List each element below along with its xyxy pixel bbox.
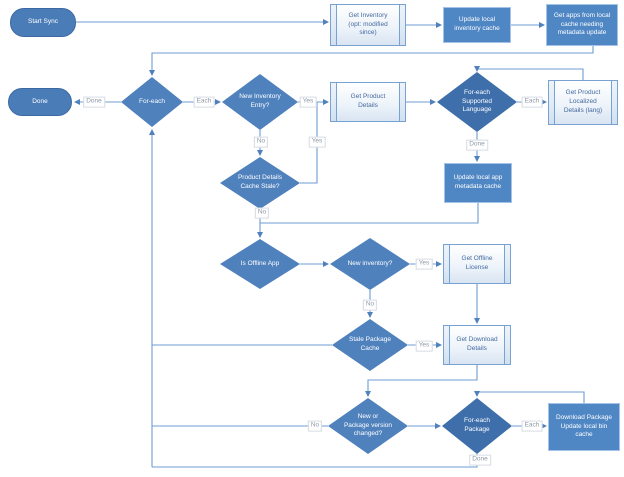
edge-label-done: Done <box>466 139 488 151</box>
node-label: New inventory? <box>347 259 393 267</box>
node-label: Get Offline License <box>461 255 493 271</box>
node-label: Is Offline App <box>240 259 280 267</box>
edge-label-no: No <box>253 136 269 148</box>
update-local-app-metadata-cache-node[interactable]: Update local app metadata cache <box>444 163 512 203</box>
start-sync-node[interactable]: Start Sync <box>10 8 76 37</box>
terminator-shape <box>8 88 72 116</box>
node-label: Get Download Details <box>456 336 498 352</box>
update-local-inventory-cache-node[interactable]: Update local inventory cache <box>443 7 511 43</box>
predefined-process-shape <box>548 80 618 125</box>
edge-label-no: No <box>362 299 378 311</box>
stale-package-cache-decision[interactable]: Stale Package Cache <box>332 319 408 371</box>
node-label: Update local inventory cache <box>454 16 500 32</box>
edge-label-each: Each <box>521 96 543 108</box>
node-label: Get Product Details <box>350 93 386 109</box>
get-product-localized-details-node[interactable]: Get Product Localized Details (lang) <box>548 80 618 125</box>
node-label: Update local app metadata cache <box>453 174 503 190</box>
node-label: Stale Package Cache <box>349 336 391 352</box>
get-offline-license-node[interactable]: Get Offline License <box>443 244 511 284</box>
predefined-process-shape <box>330 4 406 46</box>
edge-label-no: No <box>254 207 270 219</box>
get-product-details-node[interactable]: Get Product Details <box>330 82 406 122</box>
get-inventory-node[interactable]: Get Inventory (opt: modified since) <box>330 4 406 46</box>
is-offline-app-decision[interactable]: Is Offline App <box>220 239 300 289</box>
predefined-process-shape <box>330 82 406 122</box>
node-label: Get Inventory (opt: modified since) <box>348 11 388 37</box>
edge-label-yes: Yes <box>415 340 433 352</box>
for-each-decision[interactable]: For-each <box>121 77 183 127</box>
edge-label-yes: Yes <box>308 136 326 148</box>
get-apps-from-local-cache-node[interactable]: Get apps from local cache needing metada… <box>546 4 618 46</box>
node-label: New Inventory Entry? <box>239 93 281 109</box>
new-inventory-entry-decision[interactable]: New Inventory Entry? <box>222 74 298 130</box>
product-details-cache-stale-decision[interactable]: Product Details Cache Stale? <box>220 157 300 209</box>
process-shape <box>444 163 512 203</box>
for-each-package-decision[interactable]: For-each Package <box>442 398 512 454</box>
download-package-update-local-bin-cache-node[interactable]: Download Package Update local bin cache <box>548 403 620 451</box>
edge-label-each: Each <box>521 420 543 432</box>
node-label: Download Package Update local bin cache <box>555 413 612 439</box>
process-shape <box>546 4 618 46</box>
node-label: Get apps from local cache needing metada… <box>553 11 611 37</box>
predefined-process-shape <box>443 244 511 284</box>
process-shape <box>548 403 620 451</box>
edge-label-each: Each <box>193 96 215 108</box>
node-label: Product Details Cache Stale? <box>237 174 283 190</box>
new-or-package-version-changed-decision[interactable]: New or Package version changed? <box>328 398 408 454</box>
done-node[interactable]: Done <box>8 88 72 116</box>
edge-label-done: Done <box>469 454 491 466</box>
node-label: Start Sync <box>28 18 58 26</box>
edge-label-no: No <box>307 420 323 432</box>
node-label: Get Product Localized Details (lang) <box>563 89 603 114</box>
node-label: For-each Supported Language <box>462 88 492 114</box>
for-each-supported-language-decision[interactable]: For-each Supported Language <box>437 72 517 132</box>
node-label: New or Package version changed? <box>343 412 393 438</box>
process-shape <box>443 7 511 43</box>
node-label: For-each <box>138 97 165 105</box>
predefined-process-shape <box>443 325 511 365</box>
terminator-shape <box>10 8 76 37</box>
get-download-details-node[interactable]: Get Download Details <box>443 325 511 365</box>
edge-label-yes: Yes <box>415 258 433 270</box>
new-inventory-decision[interactable]: New inventory? <box>330 238 410 290</box>
edge-label-done: Done <box>83 96 105 108</box>
node-label: Done <box>32 97 48 105</box>
node-label: For-each Package <box>463 417 490 433</box>
edge-label-yes: Yes <box>299 96 317 108</box>
